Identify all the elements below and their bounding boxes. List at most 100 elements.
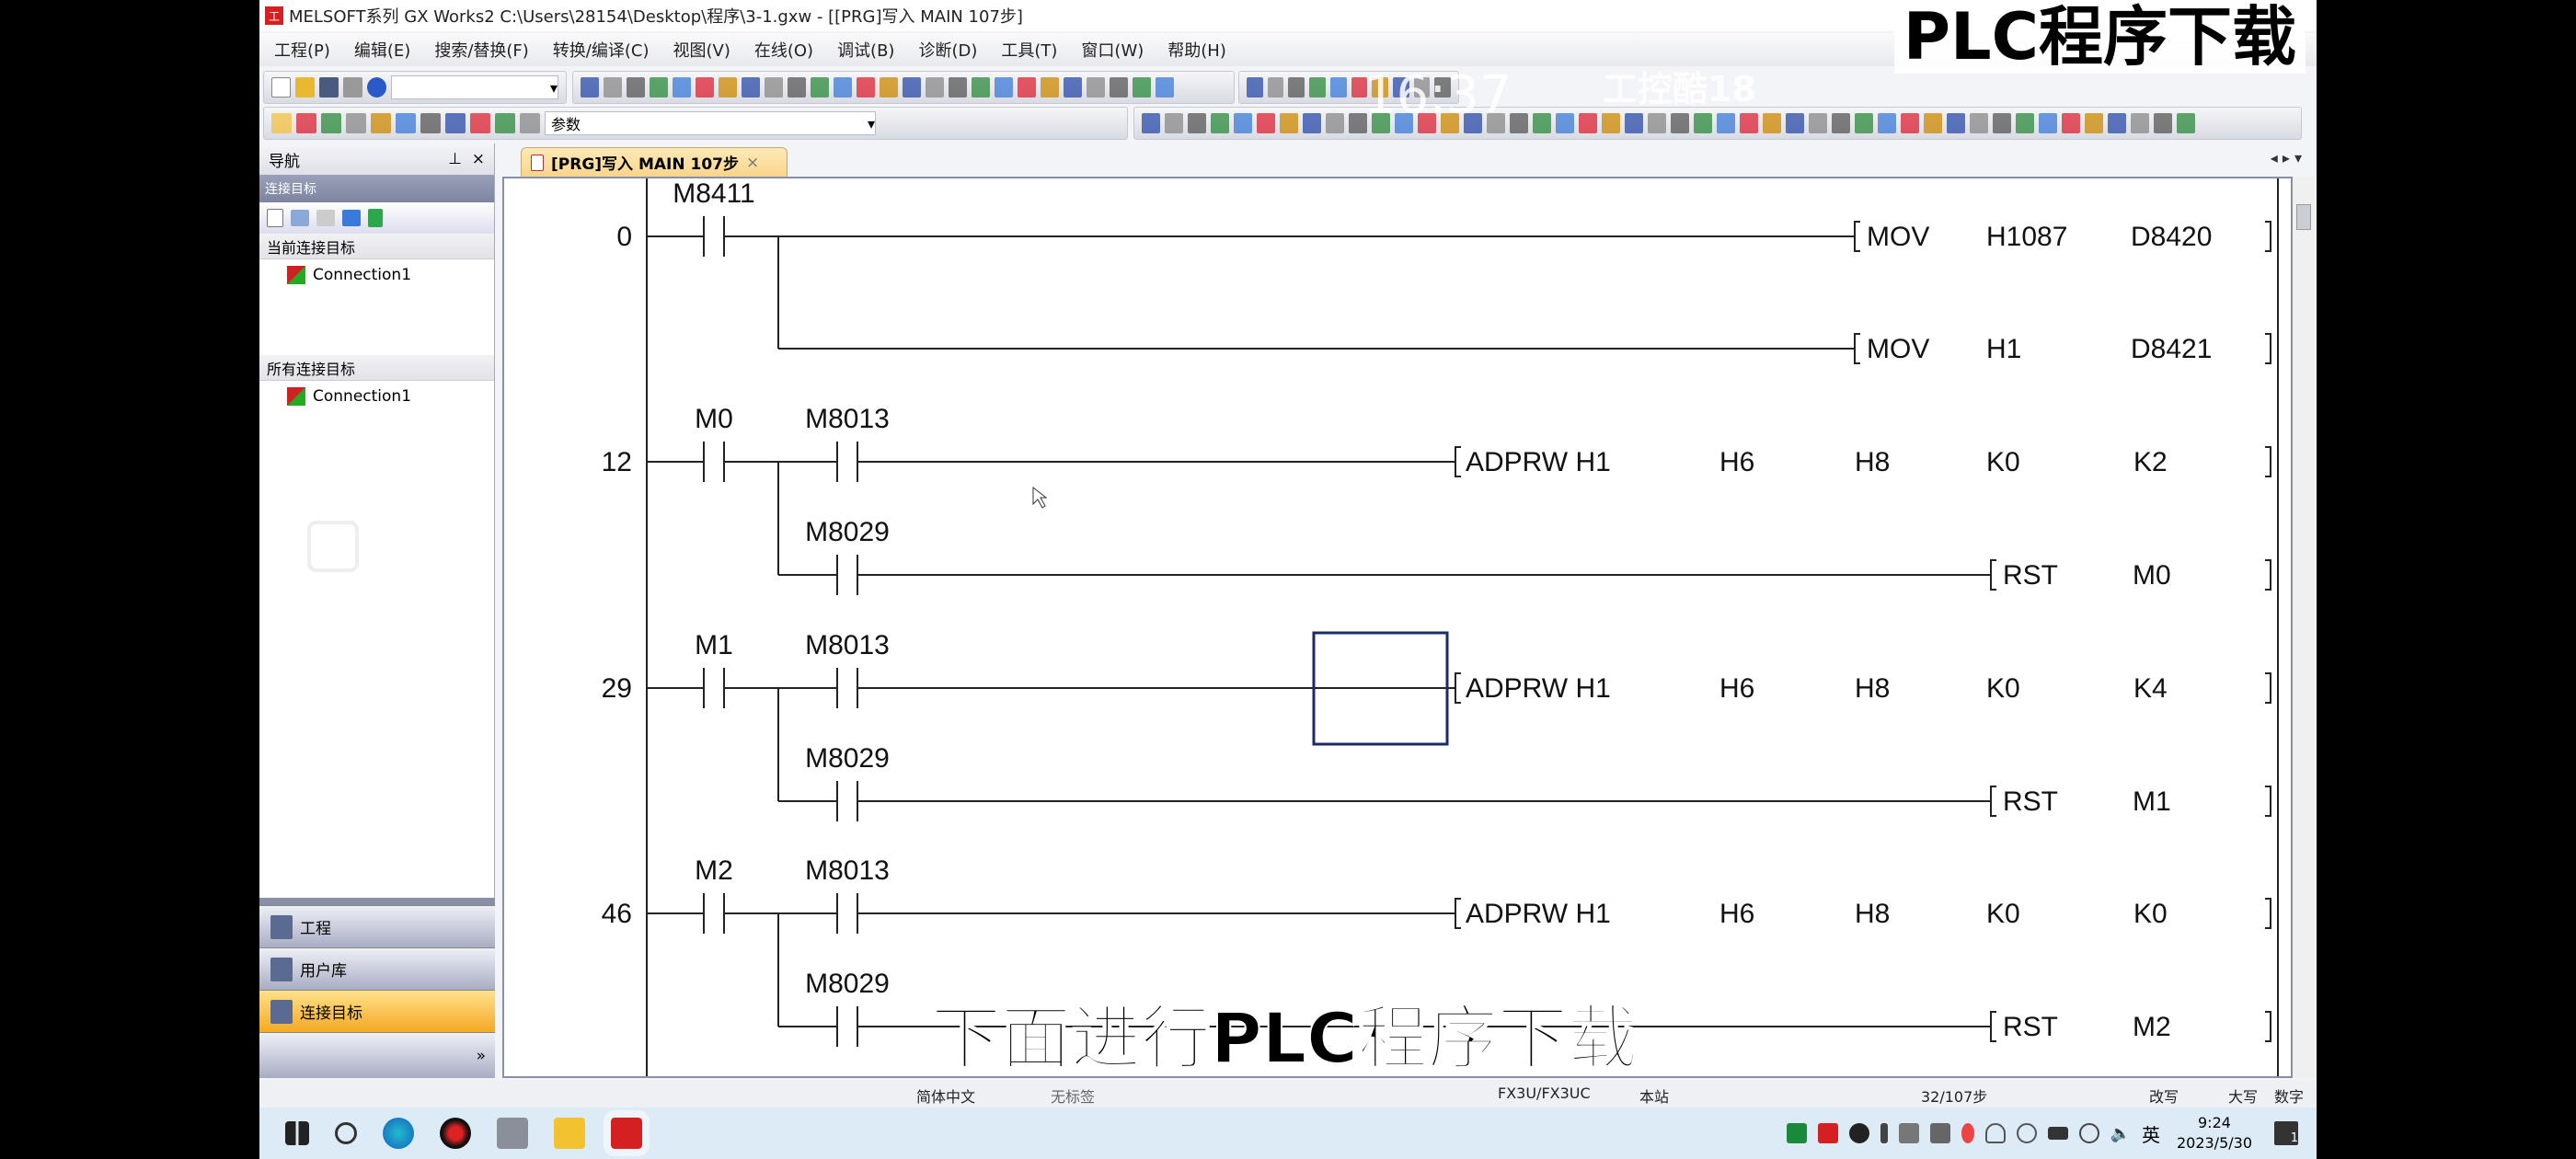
volume-icon[interactable]: 🔈: [2110, 1123, 2131, 1143]
new-icon[interactable]: [271, 77, 292, 98]
toolbar-button-icon[interactable]: [1878, 113, 1896, 133]
tray-icon[interactable]: [1929, 1123, 1950, 1143]
help-icon[interactable]: [367, 77, 387, 98]
nav-button-2[interactable]: 连接目标: [259, 990, 495, 1032]
toolbar-button-icon[interactable]: [1395, 113, 1413, 133]
print-icon[interactable]: [343, 77, 363, 98]
toolbar-button-icon[interactable]: [1533, 113, 1551, 133]
toolbar-button-icon[interactable]: [2039, 113, 2057, 133]
toolbar-button-icon[interactable]: [1413, 77, 1431, 98]
toolbar-button-icon[interactable]: [1717, 113, 1735, 133]
toolbar-button-icon[interactable]: [1018, 77, 1036, 98]
toolbar-button-icon[interactable]: [1392, 77, 1409, 98]
toolbar-button-icon[interactable]: [1418, 113, 1436, 133]
toolbar-button-icon[interactable]: [742, 77, 760, 98]
search-icon[interactable]: [335, 1122, 357, 1144]
toolbar-button-icon[interactable]: [834, 77, 852, 98]
copy-connection-icon[interactable]: [291, 210, 309, 226]
toolbar-button-icon[interactable]: [1087, 77, 1105, 98]
current-connection-item[interactable]: Connection1: [259, 259, 494, 291]
microphone-icon[interactable]: [1880, 1123, 1888, 1143]
tab-main-program[interactable]: [PRG]写入 MAIN 107步 ×: [521, 147, 788, 177]
toolbar-button-icon[interactable]: [1970, 113, 1988, 133]
all-connection-item[interactable]: Connection1: [259, 381, 494, 412]
menu-item[interactable]: 调试(B): [837, 41, 895, 61]
toolbar-button-icon[interactable]: [1211, 113, 1229, 133]
toolbar-button-icon[interactable]: [1372, 77, 1388, 98]
toolbar-button-icon[interactable]: [1247, 77, 1263, 98]
start-icon[interactable]: [285, 1121, 309, 1145]
toolbar-button-icon[interactable]: [1165, 113, 1183, 133]
vertical-scrollbar[interactable]: [2293, 177, 2315, 1078]
toolbar-button-icon[interactable]: [1309, 77, 1326, 98]
menu-item[interactable]: 帮助(H): [1167, 41, 1226, 61]
tray-icon[interactable]: [1786, 1123, 1807, 1143]
toolbar-button-icon[interactable]: [1556, 113, 1574, 133]
toolbar-button-icon[interactable]: [926, 77, 944, 98]
menu-item[interactable]: 编辑(E): [353, 41, 411, 61]
toolbar-button-icon[interactable]: [1441, 113, 1459, 133]
toolbar-button-icon[interactable]: [1326, 113, 1344, 133]
toolbar-button-icon[interactable]: [2062, 113, 2080, 133]
app-icon-1[interactable]: [440, 1118, 471, 1149]
toolbar-button-icon[interactable]: [857, 77, 875, 98]
toolbar-button-icon[interactable]: [696, 77, 714, 98]
toolbar-button-icon[interactable]: [1188, 113, 1206, 133]
toolbar-button-icon[interactable]: [1288, 77, 1305, 98]
cloud-icon[interactable]: [1984, 1123, 2006, 1143]
toolbar-button-icon[interactable]: [2108, 113, 2126, 133]
toolbar-button-icon[interactable]: [1280, 113, 1298, 133]
notification-icon[interactable]: 1: [2274, 1121, 2298, 1145]
toolbar-button-icon[interactable]: [903, 77, 921, 98]
toolbar-button-icon[interactable]: [1855, 113, 1873, 133]
tray-icon[interactable]: [1898, 1123, 1919, 1143]
toolbar-button-icon[interactable]: [627, 77, 645, 98]
toolbar-button-icon[interactable]: [1947, 113, 1965, 133]
app-icon-2[interactable]: [497, 1118, 528, 1149]
toolbar-button-icon[interactable]: [1372, 113, 1390, 133]
gx-works-taskbar-icon[interactable]: [604, 1110, 650, 1156]
menu-item[interactable]: 在线(O): [753, 41, 814, 61]
toolbar-button-icon[interactable]: [2085, 113, 2103, 133]
toolbar-button-icon[interactable]: [495, 113, 515, 133]
toolbar-combo-2[interactable]: 参数▾: [545, 111, 876, 135]
tray-icon[interactable]: [1848, 1123, 1869, 1143]
toolbar-button-icon[interactable]: [650, 77, 668, 98]
toolbar-button-icon[interactable]: [1648, 113, 1666, 133]
save-icon[interactable]: [319, 77, 339, 98]
properties-icon[interactable]: [342, 210, 361, 226]
edge-icon[interactable]: [383, 1118, 414, 1149]
toolbar-button-icon[interactable]: [1041, 77, 1059, 98]
toolbar-button-icon[interactable]: [1993, 113, 2011, 133]
tab-scroll-buttons[interactable]: ◂ ▸ ▾: [2270, 149, 2302, 166]
toolbar-button-icon[interactable]: [1602, 113, 1620, 133]
toolbar-button-icon[interactable]: [1901, 113, 1919, 133]
toolbar-button-icon[interactable]: [972, 77, 990, 98]
toolbar-button-icon[interactable]: [445, 113, 466, 133]
network-icon[interactable]: [2078, 1123, 2099, 1143]
toolbar-button-icon[interactable]: [949, 77, 967, 98]
toolbar-button-icon[interactable]: [1763, 113, 1781, 133]
paste-icon[interactable]: [316, 210, 335, 226]
tab-close-icon[interactable]: ×: [746, 153, 760, 172]
toolbar-button-icon[interactable]: [1694, 113, 1712, 133]
toolbar-button-icon[interactable]: [673, 77, 691, 98]
splitter[interactable]: [259, 898, 495, 905]
file-explorer-icon[interactable]: [554, 1118, 585, 1149]
toolbar-button-icon[interactable]: [1924, 113, 1942, 133]
toolbar-button-icon[interactable]: [296, 113, 316, 133]
toolbar-button-icon[interactable]: [1579, 113, 1597, 133]
toolbar-button-icon[interactable]: [1303, 113, 1321, 133]
toolbar-button-icon[interactable]: [1257, 113, 1275, 133]
toolbar-button-icon[interactable]: [2016, 113, 2034, 133]
menu-item[interactable]: 工具(T): [1001, 41, 1058, 61]
toolbar-button-icon[interactable]: [2177, 113, 2195, 133]
pin-icon[interactable]: ⊥: [448, 150, 462, 168]
toolbar-button-icon[interactable]: [346, 113, 366, 133]
toolbar-button-icon[interactable]: [1464, 113, 1482, 133]
toolbar-button-icon[interactable]: [1267, 77, 1284, 98]
toolbar-button-icon[interactable]: [2131, 113, 2149, 133]
scroll-thumb[interactable]: [2296, 204, 2311, 230]
